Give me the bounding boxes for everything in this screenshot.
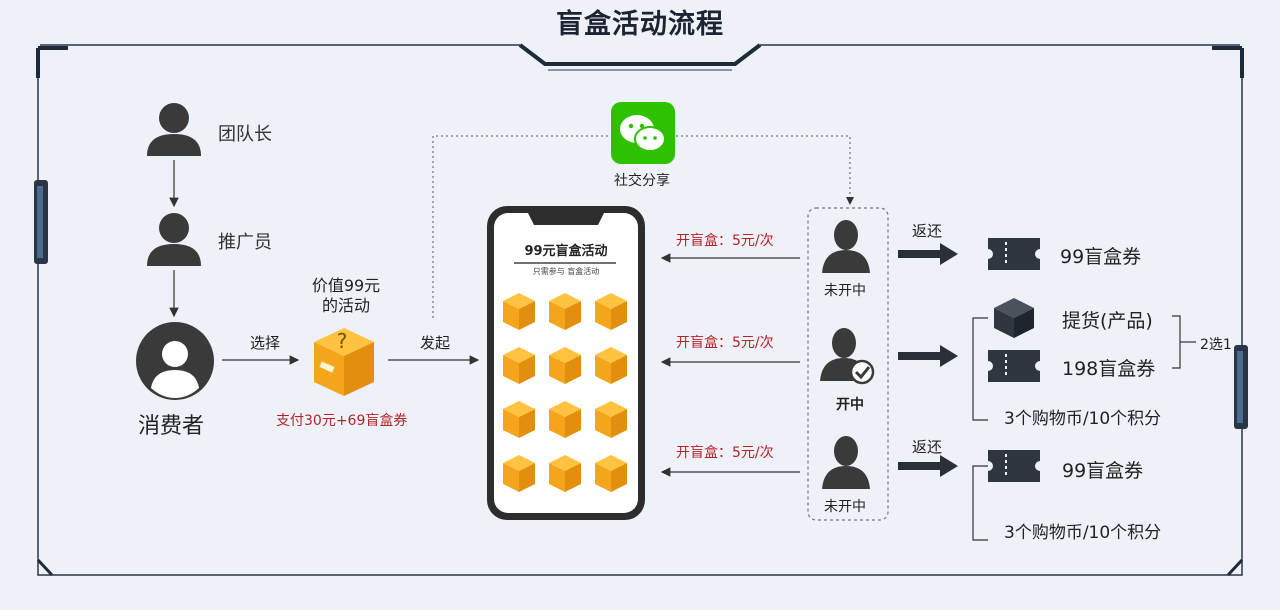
phone-box-icon — [549, 401, 581, 438]
social-share-label: 社交分享 — [614, 173, 670, 189]
consumer-avatar-icon — [136, 322, 214, 400]
return-label-top: 返还 — [912, 222, 943, 240]
person-icon — [147, 213, 201, 266]
phone-box-icon — [595, 455, 627, 492]
reward-mid-coupon: 198盲盒券 — [1062, 358, 1156, 380]
outcome-1: 未开中 — [824, 283, 866, 299]
phone-box-icon — [503, 293, 535, 330]
wechat-icon — [611, 102, 675, 164]
open-label-1: 开盲盒：5元/次 — [676, 233, 774, 249]
launch-label: 发起 — [420, 334, 451, 352]
outcome-3: 未开中 — [824, 499, 866, 515]
open-label-2: 开盲盒：5元/次 — [676, 335, 774, 351]
mystery-box-icon: ? — [314, 328, 374, 396]
choose-one-label: 2选1 — [1200, 337, 1232, 353]
return-label-bottom: 返还 — [912, 438, 943, 456]
reward-bottom-coupon: 99盲盒券 — [1062, 460, 1144, 482]
reward-mid-coin: 3个购物币/10个积分 — [1004, 409, 1162, 429]
phone-box-icon — [503, 401, 535, 438]
person-check-icon — [820, 328, 875, 385]
phone-screen-title: 99元盲盒活动 — [524, 244, 608, 259]
phone-box-icon — [503, 347, 535, 384]
box-pay-text: 支付30元+69盲盒券 — [276, 413, 408, 429]
phone-box-icon — [595, 347, 627, 384]
phone-box-icon — [503, 455, 535, 492]
package-icon — [994, 298, 1034, 338]
reward-pickup: 提货(产品) — [1062, 310, 1153, 332]
open-label-3: 开盲盒：5元/次 — [676, 445, 774, 461]
reward-top-coupon: 99盲盒券 — [1060, 246, 1142, 268]
ticket-icon — [988, 350, 1040, 382]
person-icon — [822, 220, 870, 273]
role-leader: 团队长 — [218, 124, 272, 145]
person-icon — [147, 103, 201, 156]
choose-label: 选择 — [250, 334, 281, 352]
phone-box-icon — [595, 293, 627, 330]
phone-box-grid — [500, 290, 632, 500]
box-value-text: 价值99元 的活动 — [296, 276, 396, 316]
phone-box-icon — [549, 347, 581, 384]
box-value-line2: 的活动 — [321, 296, 370, 315]
person-icon — [822, 436, 870, 489]
diagram-title: 盲盒活动流程 — [556, 9, 724, 40]
box-value-line1: 价值99元 — [311, 276, 381, 295]
role-consumer: 消费者 — [138, 414, 205, 439]
role-promoter: 推广员 — [218, 232, 272, 253]
ticket-icon — [988, 238, 1040, 270]
outcome-2: 开中 — [836, 397, 864, 413]
ticket-icon — [988, 450, 1040, 482]
svg-text:?: ? — [337, 329, 348, 353]
phone-box-icon — [549, 455, 581, 492]
phone-box-icon — [595, 401, 627, 438]
reward-bottom-coin: 3个购物币/10个积分 — [1004, 523, 1162, 543]
phone-screen-subtitle: 只需参与 盲盒活动 — [532, 267, 600, 276]
phone-box-icon — [549, 293, 581, 330]
